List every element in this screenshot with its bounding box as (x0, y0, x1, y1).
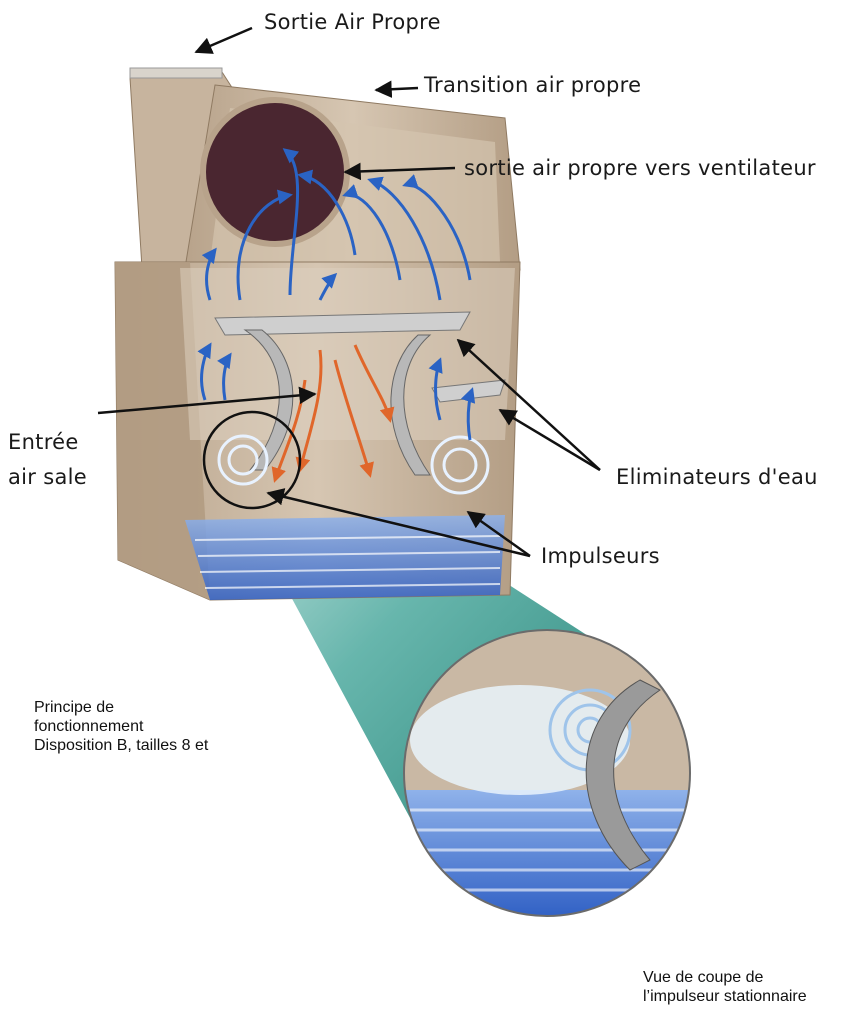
label-entree-line1: Entrée (8, 430, 79, 454)
caption-vue-coupe-line1: Vue de coupe de (643, 968, 807, 987)
label-sortie-ventilateur: sortie air propre vers ventilateur (464, 156, 816, 180)
label-impulseurs: Impulseurs (541, 544, 660, 568)
caption-vue-coupe-line2: l’impulseur stationnaire (643, 987, 807, 1006)
caption-principe-line3: Disposition B, tailles 8 et (34, 736, 208, 755)
caption-principe: Principe de fonctionnement Disposition B… (34, 698, 208, 755)
caption-vue-coupe: Vue de coupe de l’impulseur stationnaire (643, 968, 807, 1006)
label-entree-line2: air sale (8, 465, 87, 489)
label-sortie-air-propre: Sortie Air Propre (264, 10, 441, 34)
caption-principe-line2: fonctionnement (34, 717, 208, 736)
label-eliminateurs: Eliminateurs d'eau (616, 465, 818, 489)
label-transition-air-propre: Transition air propre (424, 73, 641, 97)
caption-principe-line1: Principe de (34, 698, 208, 717)
fan-outlet-opening (203, 100, 347, 244)
